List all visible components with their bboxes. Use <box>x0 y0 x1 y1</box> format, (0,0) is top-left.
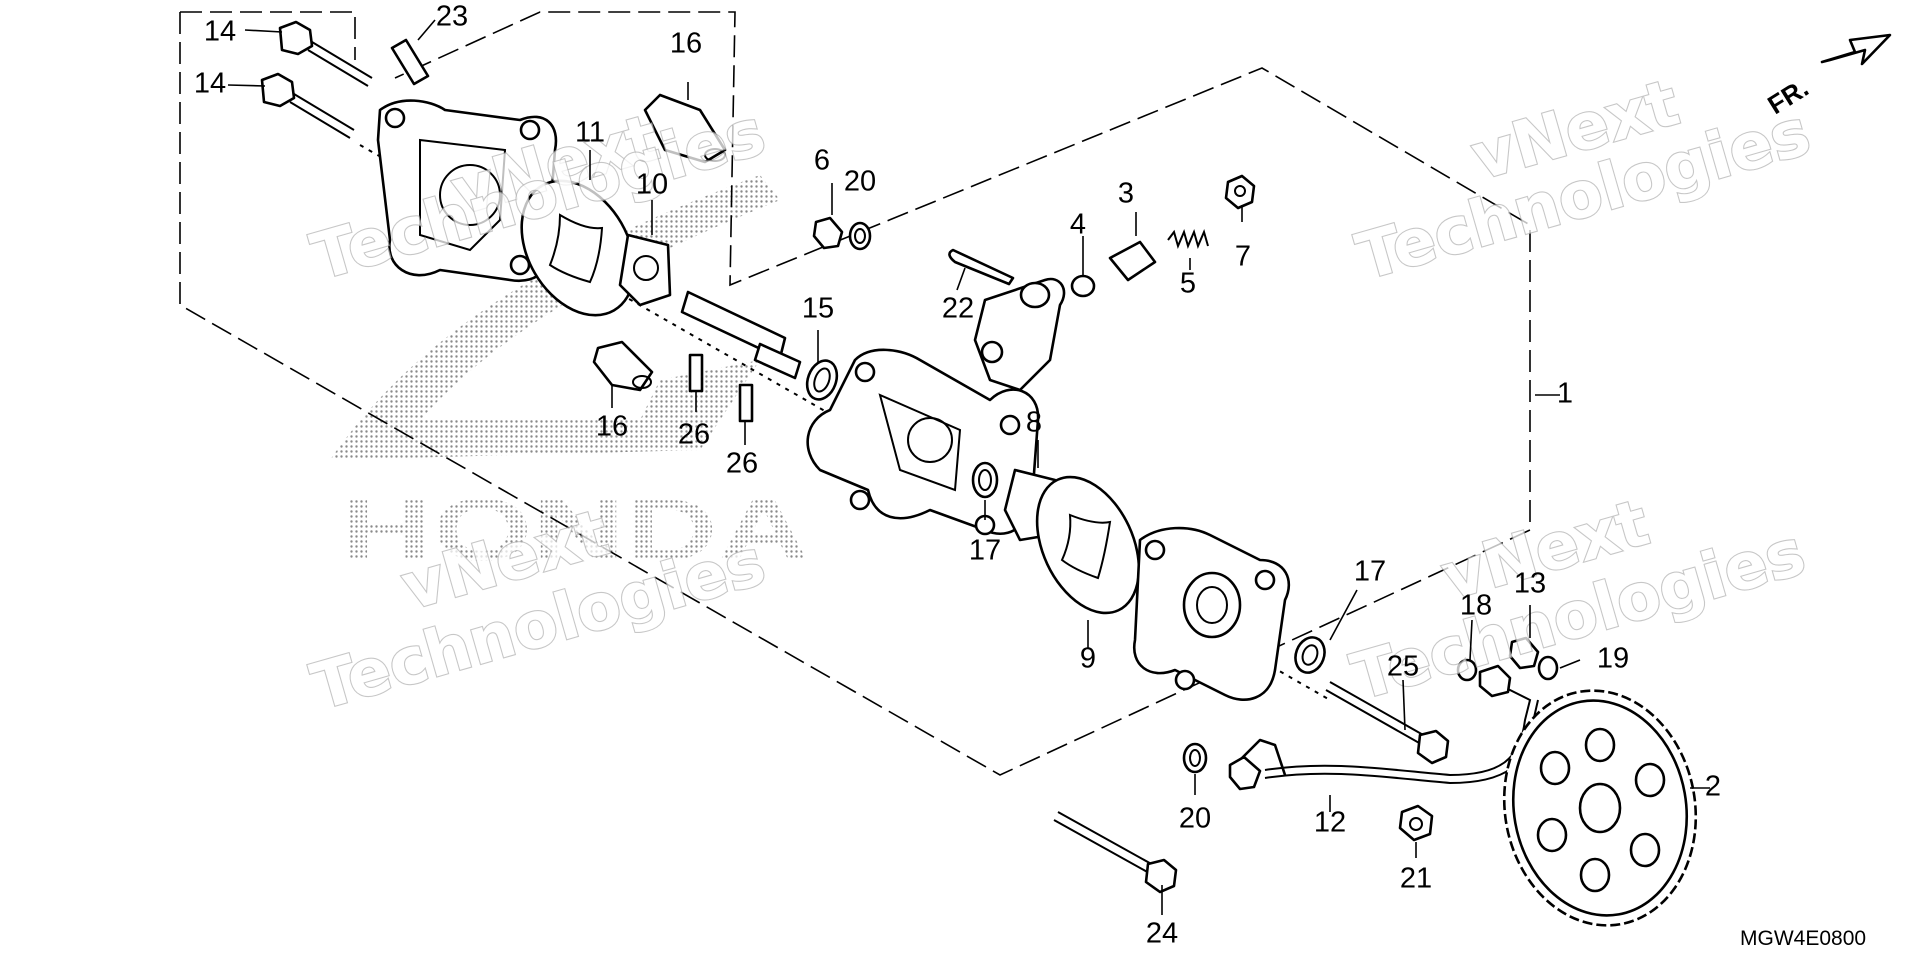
collar-13 <box>1508 636 1540 670</box>
callout-16-lower: 16 <box>596 411 628 443</box>
callouts: 1 2 3 4 5 6 7 8 9 10 11 12 13 14 14 15 1… <box>194 1 1721 950</box>
callout-1: 1 <box>1557 378 1573 410</box>
sealing-bolt-7 <box>1224 174 1256 210</box>
relief-piston-3 <box>1108 240 1157 282</box>
bolt-25 <box>1325 681 1450 765</box>
callout-24: 24 <box>1146 918 1178 950</box>
pump-shaft <box>680 290 802 380</box>
callout-26-a: 26 <box>678 419 710 451</box>
o-ring-20-lower <box>1182 742 1208 774</box>
bolt-14-upper <box>278 20 373 87</box>
callout-4: 4 <box>1070 209 1086 241</box>
callout-2: 2 <box>1705 771 1721 803</box>
nut-21 <box>1398 804 1434 842</box>
o-ring-20-upper <box>848 221 872 251</box>
collar-16-lower <box>592 340 654 392</box>
o-ring-15 <box>805 359 839 401</box>
relief-spring-5 <box>1167 229 1209 249</box>
callout-14-lower: 14 <box>194 68 226 100</box>
callout-5: 5 <box>1180 268 1196 300</box>
callout-21: 21 <box>1400 863 1432 895</box>
cotter-pin-22 <box>948 248 1015 286</box>
honda-wordmark: HONDA <box>340 480 810 579</box>
callout-6: 6 <box>814 145 830 177</box>
callout-17-left: 17 <box>969 535 1001 567</box>
callout-14-upper: 14 <box>204 16 236 48</box>
callout-26-b: 26 <box>726 448 758 480</box>
callout-13: 13 <box>1514 568 1546 600</box>
o-ring-17-a <box>971 461 999 499</box>
callout-20-lower: 20 <box>1179 803 1211 835</box>
pump-cover-left <box>376 99 558 283</box>
outer-rotor-9 <box>1035 475 1141 615</box>
callout-7: 7 <box>1235 241 1251 273</box>
callout-19: 19 <box>1597 643 1629 675</box>
callout-25: 25 <box>1387 651 1419 683</box>
callout-16-upper: 16 <box>670 28 702 60</box>
callout-17-right: 17 <box>1354 556 1386 588</box>
diagram-code: MGW4E0800 <box>1740 927 1866 950</box>
callout-11: 11 <box>575 117 605 149</box>
callout-10: 10 <box>636 169 668 201</box>
collar-16-upper <box>643 93 727 164</box>
callout-15: 15 <box>802 293 834 325</box>
dowel-pin-26-b <box>738 383 754 423</box>
callout-20-upper: 20 <box>844 166 876 198</box>
bolt-24 <box>1053 811 1178 894</box>
seal-washer-4 <box>1070 274 1096 298</box>
callout-18: 18 <box>1460 590 1492 622</box>
o-ring-17-b <box>1294 636 1326 674</box>
inner-rotor-10 <box>618 233 672 307</box>
callout-22: 22 <box>942 293 974 325</box>
pump-cover-right <box>1132 526 1291 701</box>
outer-rotor-11 <box>520 179 636 317</box>
bolt-14-lower <box>260 72 355 139</box>
o-ring-18 <box>1456 658 1478 682</box>
callout-3: 3 <box>1118 178 1134 210</box>
callout-23: 23 <box>436 1 468 33</box>
callout-9: 9 <box>1080 643 1096 675</box>
watermark: vNext Technologies vNext Technologies vN… <box>303 65 1819 726</box>
dowel-pin-26-a <box>688 353 704 393</box>
assembly-boundary <box>179 11 1531 776</box>
driven-sprocket-2 <box>1502 689 1698 927</box>
callout-12: 12 <box>1314 807 1346 839</box>
relief-valve-housing <box>973 277 1066 392</box>
collar-6 <box>812 216 844 250</box>
leader-lines <box>227 19 1710 915</box>
dowel-pin-23 <box>390 38 430 86</box>
callout-8: 8 <box>1026 407 1042 439</box>
o-ring-19 <box>1537 655 1559 681</box>
